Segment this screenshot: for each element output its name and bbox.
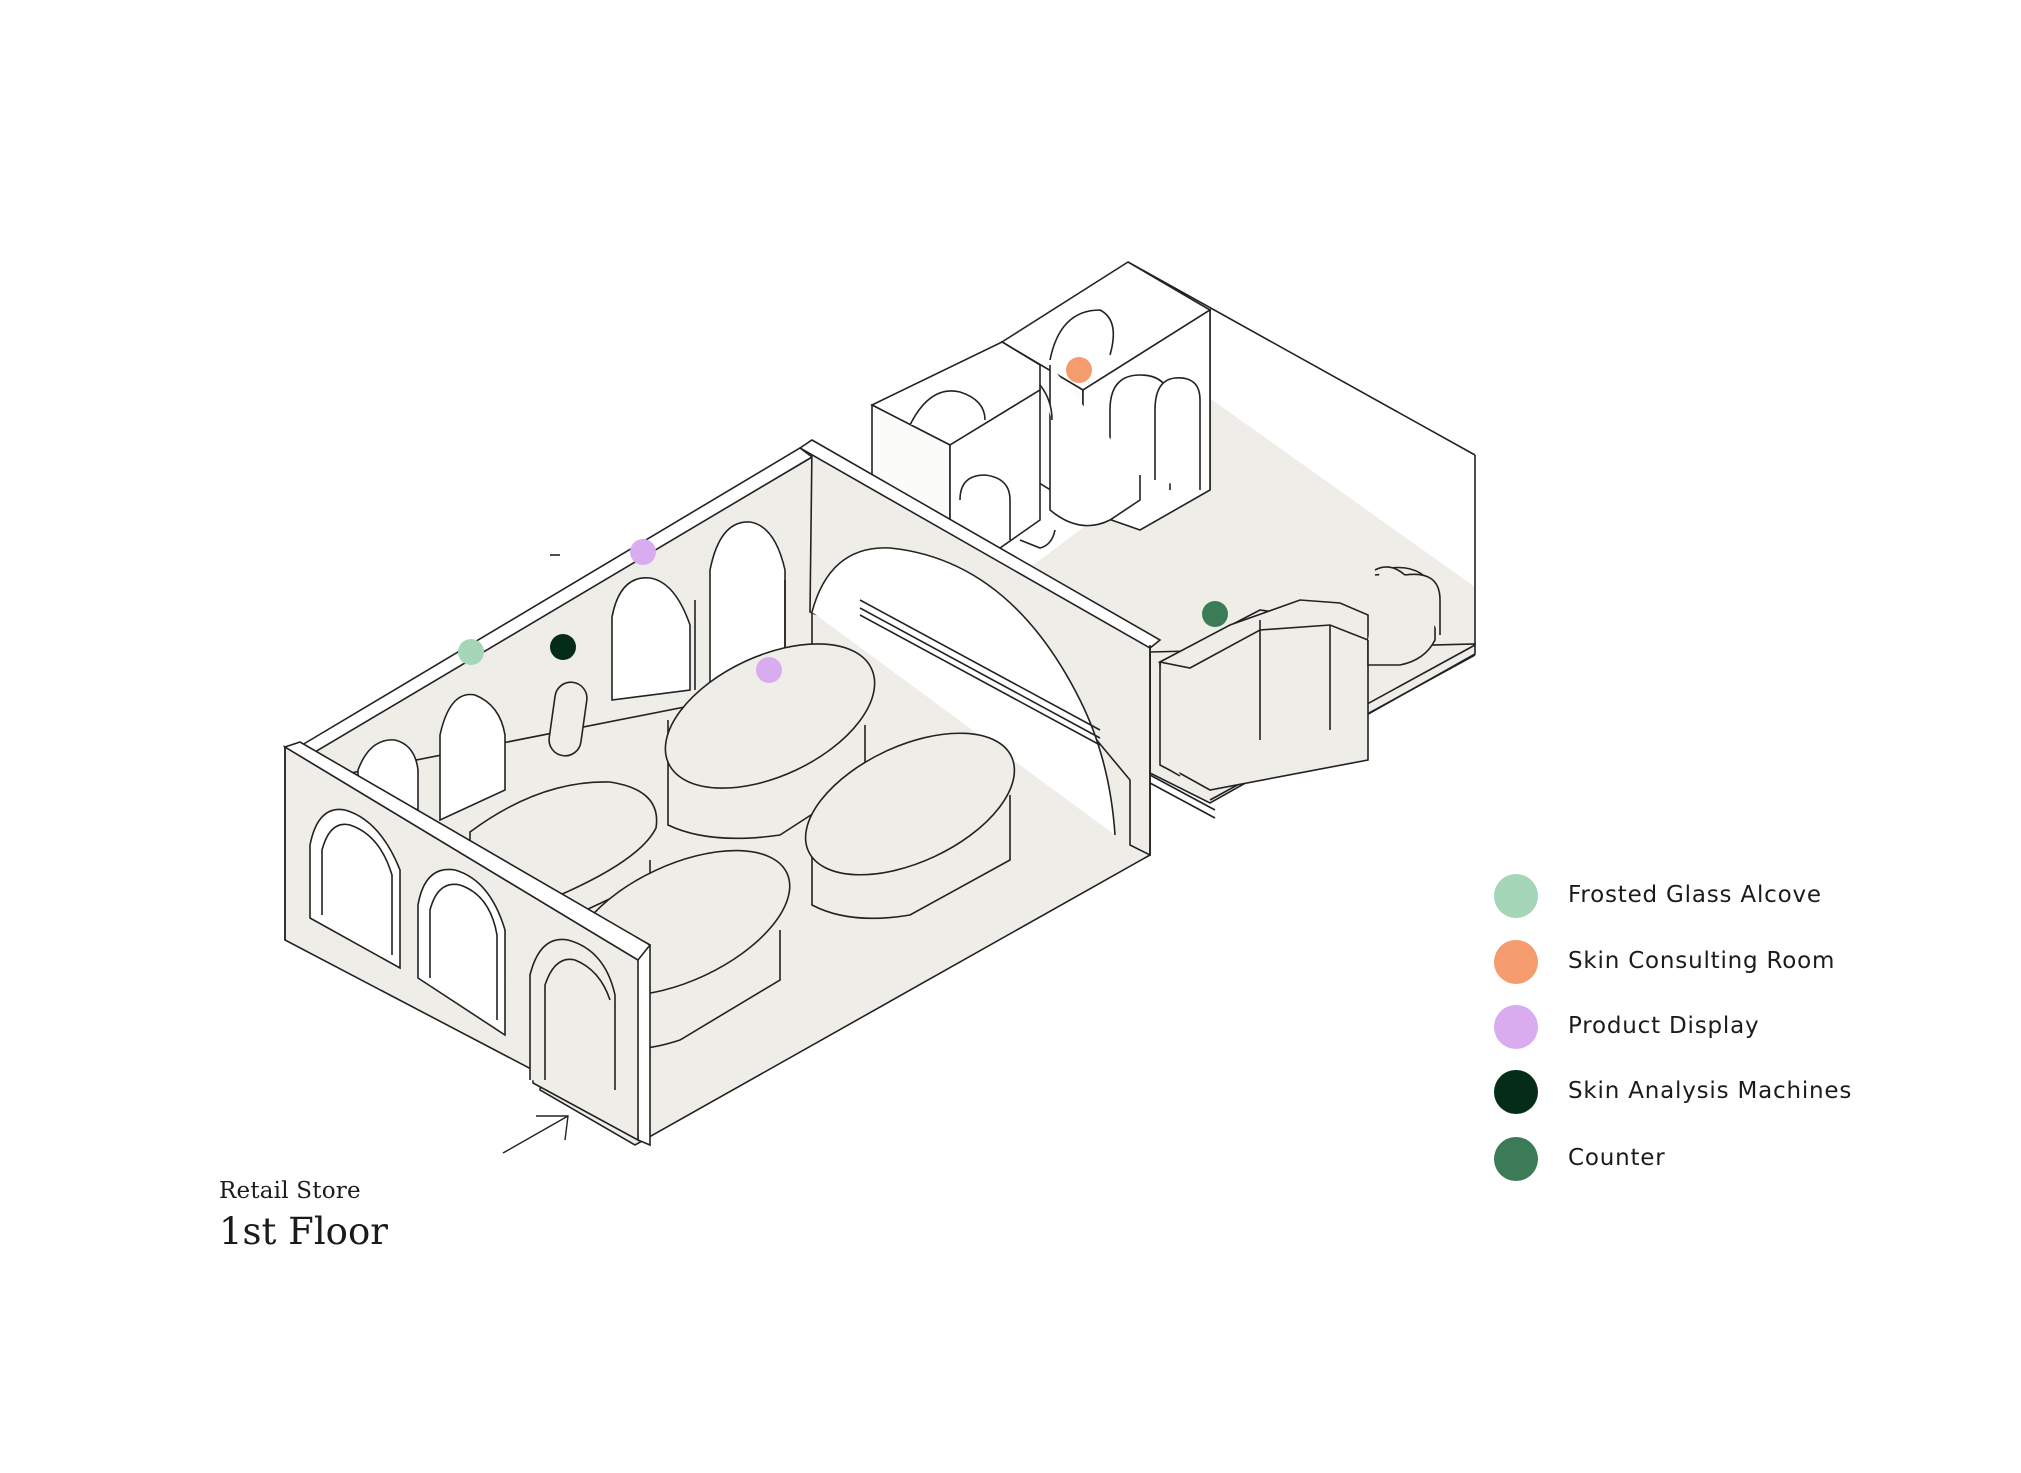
- front-facade: [283, 741, 652, 1147]
- legend-label: Skin Consulting Room: [1568, 948, 1836, 974]
- legend-item-product-display: Product Display: [1494, 1005, 1914, 1049]
- back-wall-arches: [357, 521, 786, 822]
- marker-product-display: [756, 657, 782, 683]
- legend-swatch: [1494, 1070, 1538, 1114]
- counter-block: [1157, 566, 1441, 791]
- caption-subtitle: Retail Store: [219, 1178, 361, 1204]
- marker-product-display: [630, 539, 656, 565]
- legend-item-skin-consulting-room: Skin Consulting Room: [1494, 940, 1914, 984]
- back-top-edge: [1127, 261, 1476, 456]
- partition-wall-top: [798, 439, 1162, 649]
- marker-skin-consulting-room: [1066, 357, 1092, 383]
- legend-swatch: [1494, 874, 1538, 918]
- main-hall: [283, 439, 1216, 1147]
- consulting-room-boxes: [870, 261, 1212, 562]
- floor-step: [859, 599, 1216, 819]
- marker-frosted-glass-alcove: [458, 639, 484, 665]
- caption-title: 1st Floor: [219, 1210, 388, 1253]
- legend-swatch: [1494, 1005, 1538, 1049]
- legend-label: Frosted Glass Alcove: [1568, 882, 1822, 908]
- display-table-2: [804, 732, 1016, 920]
- legend-item-counter: Counter: [1494, 1137, 1914, 1181]
- legend-swatch: [1494, 1137, 1538, 1181]
- legend-label: Skin Analysis Machines: [1568, 1078, 1853, 1104]
- display-table-1: [664, 643, 876, 840]
- location-markers: [458, 357, 1228, 683]
- partition-arch: [811, 547, 1116, 836]
- marker-counter: [1202, 601, 1228, 627]
- legend-swatch: [1494, 940, 1538, 984]
- legend-label: Product Display: [1568, 1013, 1760, 1039]
- marker-skin-analysis-machines: [550, 634, 576, 660]
- legend-label: Counter: [1568, 1145, 1666, 1171]
- entrance-arrow-icon: [502, 1115, 569, 1154]
- legend-item-skin-analysis-machines: Skin Analysis Machines: [1494, 1070, 1914, 1114]
- legend-item-frosted-glass-alcove: Frosted Glass Alcove: [1494, 874, 1914, 918]
